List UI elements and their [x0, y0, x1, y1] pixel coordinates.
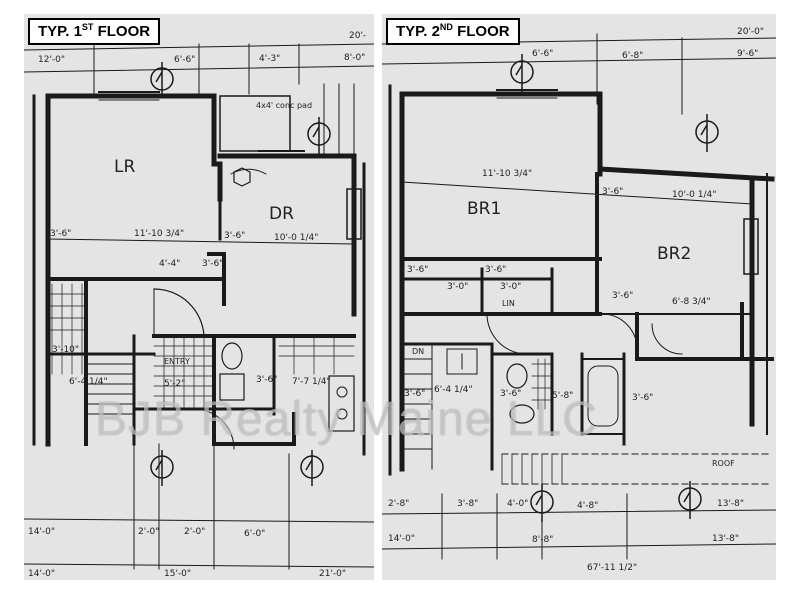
north-arrow-icon	[150, 62, 174, 98]
dim-text: 5'-2"	[164, 379, 185, 389]
dim-text: 6'-0"	[244, 529, 265, 539]
dim-text: 3'-6"	[602, 187, 623, 197]
dim-text: 2'-0"	[184, 527, 205, 537]
dim-text: 13'-8"	[717, 499, 744, 509]
dim-text: 11'-10 3/4"	[482, 169, 532, 179]
dim-text: 20'-0"	[737, 27, 764, 37]
dim-text: 8'-0"	[344, 53, 365, 63]
dim-text: 8'-8"	[532, 535, 553, 545]
room-label-br2: BR2	[657, 244, 691, 264]
note-text: 4x4' conc pad	[256, 101, 312, 110]
dim-text: 3'-6"	[50, 229, 71, 239]
room-label-entry: ENTRY	[164, 357, 190, 366]
dim-text: 15'-0"	[164, 569, 191, 579]
dim-text: 6'-8 3/4"	[672, 297, 711, 307]
dim-text: 6'-4 1/4"	[434, 385, 473, 395]
dim-text: 3'-10"	[52, 345, 79, 355]
dim-text: 7'-7 1/4"	[292, 377, 331, 387]
dim-text: 14'-0"	[28, 569, 55, 579]
room-label-dr: DR	[269, 204, 294, 224]
dim-text: 6'-8"	[622, 51, 643, 61]
north-arrow-icon	[695, 114, 719, 152]
second-floor-plan-panel: 6'-6" 6'-8" 20'-0" 9'-6" 11'-10 3/4" 3'-…	[382, 14, 776, 580]
dim-text: 10'-0 1/4"	[672, 190, 716, 200]
room-label-dn: DN	[412, 347, 424, 356]
dim-text: 3'-6"	[202, 259, 223, 269]
dim-text: 14'-0"	[388, 534, 415, 544]
dim-text: 14'-0"	[28, 527, 55, 537]
dim-text: 9'-6"	[737, 49, 758, 59]
dim-text: 3'-6"	[407, 265, 428, 275]
dim-text: 4'-3"	[259, 54, 280, 64]
dim-text: 12'-0"	[38, 55, 65, 65]
north-arrow-icon	[530, 484, 554, 522]
first-floor-plan-panel: 12'-0" 6'-6" 4'-3" 8'-0" 20'- 4x4' conc …	[24, 14, 374, 580]
north-arrow-icon	[678, 481, 702, 519]
north-arrow-icon	[307, 117, 331, 154]
dim-text: 4'-4"	[159, 259, 180, 269]
north-arrow-icon	[510, 54, 534, 92]
roof-label: ROOF	[712, 459, 735, 468]
first-floor-title: TYP. 1ST FLOOR	[28, 18, 161, 45]
dim-text: 4'-8"	[577, 501, 598, 511]
dim-text: 2'-8"	[388, 499, 409, 509]
dim-text: 4'-0"	[507, 499, 528, 509]
dim-text: 3'-8"	[457, 499, 478, 509]
dim-text: 5'-8"	[552, 391, 573, 401]
dim-text: 3'-6"	[404, 389, 425, 399]
dim-text: 11'-10 3/4"	[134, 229, 184, 239]
dim-text: 13'-8"	[712, 534, 739, 544]
second-floor-drawing: 6'-6" 6'-8" 20'-0" 9'-6" 11'-10 3/4" 3'-…	[382, 27, 776, 573]
dim-text: 21'-0"	[319, 569, 346, 579]
first-floor-drawing: 12'-0" 6'-6" 4'-3" 8'-0" 20'- 4x4' conc …	[24, 31, 374, 579]
dim-text: 20'-	[349, 31, 366, 41]
dim-text: 3'-0"	[447, 282, 468, 292]
dim-text: 3'-6"	[485, 265, 506, 275]
dim-text: 6'-6"	[532, 49, 553, 59]
dim-text: 3'-6"	[632, 393, 653, 403]
room-label-br1: BR1	[467, 199, 501, 219]
watermark-text: BJB Realty Maine LLC	[95, 393, 598, 446]
dim-text: 3'-6"	[256, 375, 277, 385]
dim-text: 3'-6"	[224, 231, 245, 241]
dim-text: 3'-0"	[500, 282, 521, 292]
dim-text: 67'-11 1/2"	[587, 563, 637, 573]
dim-text: 6'-6"	[174, 55, 195, 65]
dim-text: 3'-6"	[612, 291, 633, 301]
dim-text: 6'-4 1/4"	[69, 377, 108, 387]
room-label-lr: LR	[114, 157, 135, 177]
dim-text: 3'-6"	[500, 389, 521, 399]
second-floor-title: TYP. 2ND FLOOR	[386, 18, 520, 45]
dim-text: 10'-0 1/4"	[274, 233, 318, 243]
dim-text: 2'-0"	[138, 527, 159, 537]
north-arrow-icon	[300, 450, 324, 486]
north-arrow-icon	[150, 450, 174, 486]
room-label-lin: LIN	[502, 299, 515, 308]
